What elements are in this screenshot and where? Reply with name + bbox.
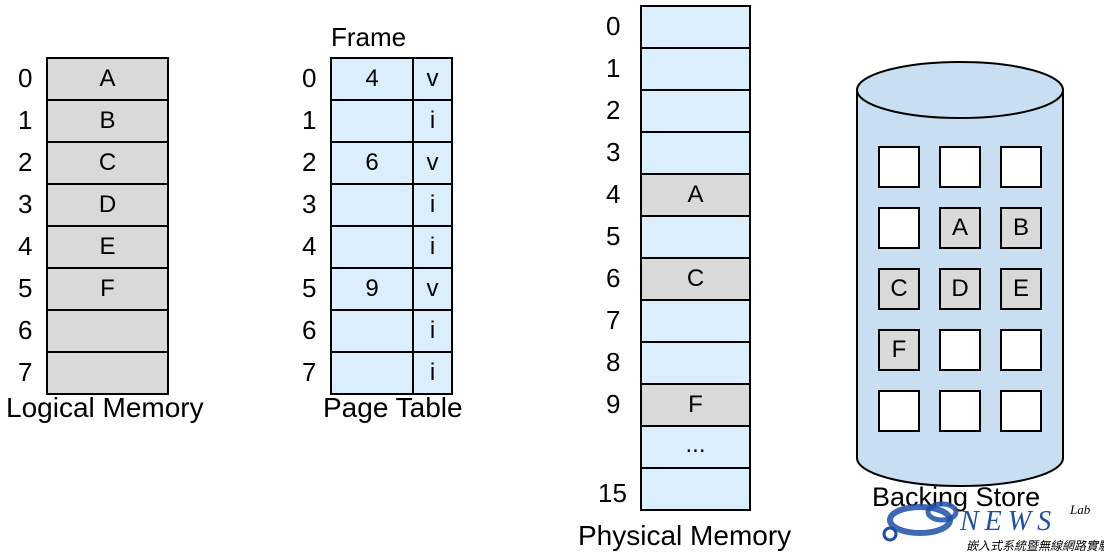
logical-memory-index: 3 — [18, 189, 33, 219]
news-lab-logo-suffix: Lab — [1069, 502, 1091, 517]
page-table-frame-cell — [330, 225, 414, 269]
physical-memory-frame — [640, 5, 751, 49]
physical-memory-frame: F — [640, 383, 751, 427]
physical-memory-index: 3 — [606, 137, 621, 167]
page-table-valid-bit-cell: i — [412, 351, 453, 395]
page-table-index: 4 — [302, 231, 317, 261]
news-lab-logo-brand: NEWS — [959, 506, 1057, 537]
physical-memory-frame — [640, 299, 751, 343]
physical-memory-index: 2 — [606, 95, 621, 125]
logical-memory-cell: B — [46, 99, 169, 143]
page-table-index: 0 — [302, 63, 317, 93]
physical-memory-frame — [640, 215, 751, 259]
page-table-valid-bit-cell: v — [412, 57, 453, 101]
physical-memory-frame — [640, 47, 751, 91]
backing-store-block: B — [1000, 207, 1042, 249]
logical-memory-index: 6 — [18, 315, 33, 345]
page-table-valid-bit-cell: i — [412, 183, 453, 227]
backing-store-block — [1000, 329, 1042, 371]
physical-memory-index: 6 — [606, 263, 621, 293]
physical-memory-index: 5 — [606, 221, 621, 251]
backing-store-block — [939, 390, 981, 432]
page-table-index: 7 — [302, 357, 317, 387]
page-table-caption: Page Table — [323, 392, 463, 423]
physical-memory-index: 1 — [606, 53, 621, 83]
backing-store-block: D — [939, 268, 981, 310]
backing-store-block — [939, 146, 981, 188]
physical-memory-frame: ... — [640, 425, 751, 469]
page-table-frame-cell — [330, 183, 414, 227]
physical-memory-index: 8 — [606, 347, 621, 377]
logical-memory-cell: F — [46, 267, 169, 311]
logical-memory-index: 7 — [18, 357, 33, 387]
page-table-frame-cell: 9 — [330, 267, 414, 311]
physical-memory-frame: C — [640, 257, 751, 301]
backing-store-block — [878, 207, 920, 249]
physical-memory-frame — [640, 341, 751, 385]
page-table-frame-cell — [330, 99, 414, 143]
physical-memory-frame — [640, 89, 751, 133]
backing-store-block — [1000, 146, 1042, 188]
page-table-index: 6 — [302, 315, 317, 345]
backing-store-block: C — [878, 268, 920, 310]
page-table-valid-bit-cell: i — [412, 225, 453, 269]
page-table-valid-bit-cell: v — [412, 267, 453, 311]
backing-store-block: A — [939, 207, 981, 249]
physical-memory-index: 15 — [598, 478, 627, 508]
logical-memory-cell — [46, 309, 169, 353]
page-table-valid-bit-cell: i — [412, 309, 453, 353]
logical-memory-cell: D — [46, 183, 169, 227]
logical-memory-cell: E — [46, 225, 169, 269]
logical-memory-index: 5 — [18, 273, 33, 303]
logical-memory-cell: C — [46, 141, 169, 185]
physical-memory-index: 7 — [606, 305, 621, 335]
page-table-frame-cell — [330, 351, 414, 395]
page-table-frame-header: Frame — [331, 22, 407, 52]
physical-memory-frame — [640, 131, 751, 175]
physical-memory-index: 4 — [606, 179, 621, 209]
page-table-index: 2 — [302, 147, 317, 177]
page-table-index: 3 — [302, 189, 317, 219]
page-table-index: 5 — [302, 273, 317, 303]
logical-memory-caption: Logical Memory — [6, 392, 204, 423]
backing-store-block — [878, 390, 920, 432]
page-table-frame-cell — [330, 309, 414, 353]
logical-memory-index: 2 — [18, 147, 33, 177]
backing-store-block — [1000, 390, 1042, 432]
physical-memory-index: 0 — [606, 11, 621, 41]
backing-store-block — [939, 329, 981, 371]
physical-memory-caption: Physical Memory — [578, 520, 792, 551]
logical-memory-cell — [46, 351, 169, 395]
physical-memory-index: 9 — [606, 389, 621, 419]
page-table-valid-bit-cell: v — [412, 141, 453, 185]
page-table-valid-bit-cell: i — [412, 99, 453, 143]
backing-store-block — [878, 146, 920, 188]
page-table-frame-cell: 4 — [330, 57, 414, 101]
logical-memory-index: 4 — [18, 231, 33, 261]
backing-store-block: F — [878, 329, 920, 371]
backing-store-block: E — [1000, 268, 1042, 310]
news-lab-logo-tagline: 嵌入式系統暨無線網路實驗室 — [966, 539, 1104, 553]
news-lab-logo: NEWS Lab 嵌入式系統暨無線網路實驗室 — [882, 501, 1104, 553]
logical-memory-index: 0 — [18, 63, 33, 93]
physical-memory-frame: A — [640, 173, 751, 217]
logical-memory-cell: A — [46, 57, 169, 101]
logical-memory-index: 1 — [18, 105, 33, 135]
page-table-index: 1 — [302, 105, 317, 135]
page-table-frame-cell: 6 — [330, 141, 414, 185]
physical-memory-frame — [640, 467, 751, 511]
